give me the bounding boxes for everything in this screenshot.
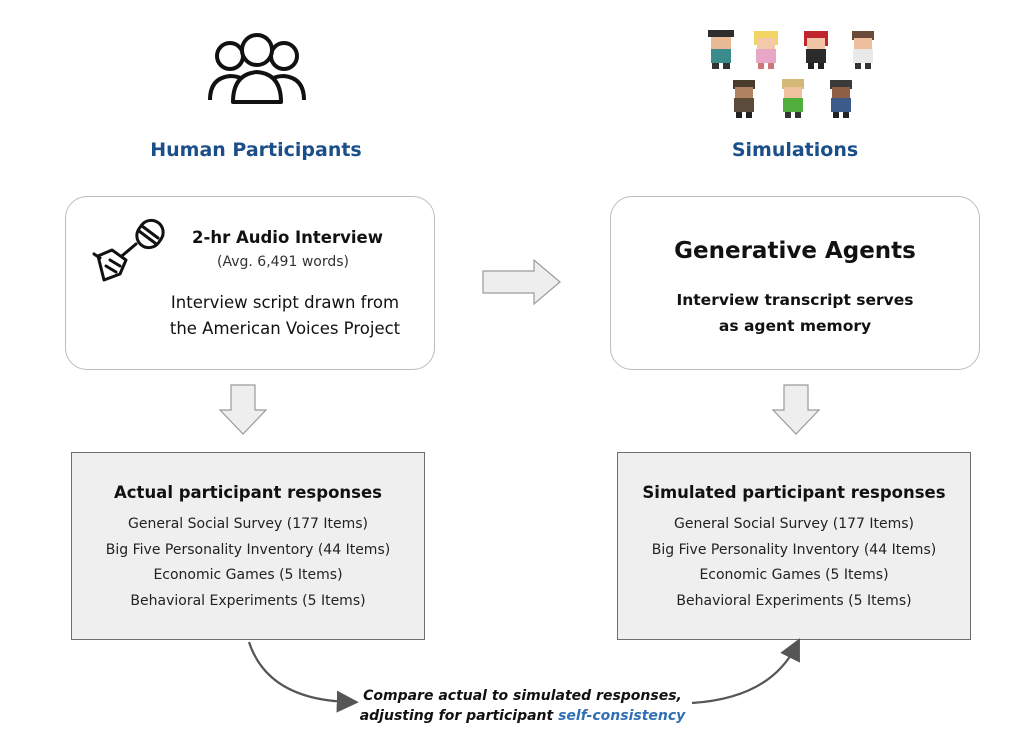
compare-line2-prefix: adjusting for participant [359, 708, 559, 724]
right-block-arrow [482, 258, 561, 306]
self-consistency-highlight: self-consistency [558, 708, 686, 724]
simulated-responses-title: Simulated participant responses [642, 483, 946, 502]
compare-line1: Compare actual to simulated responses, [363, 688, 682, 704]
list-item: Economic Games (5 Items) [153, 567, 343, 583]
pixel-characters-icon [708, 30, 874, 118]
list-item: Big Five Personality Inventory (44 Items… [105, 541, 391, 558]
right-down-arrow [771, 384, 821, 435]
human-participants-title: Human Participants [150, 139, 362, 161]
actual-responses-title: Actual participant responses [114, 483, 382, 502]
character-3-icon [804, 31, 828, 69]
list-item: Big Five Personality Inventory (44 Items… [651, 541, 937, 558]
agents-memory-line2: as agent memory [718, 317, 872, 335]
character-1-icon [708, 30, 734, 69]
character-7-icon [830, 80, 852, 118]
compare-line2: adjusting for participant self-consisten… [350, 706, 695, 726]
list-item: Economic Games (5 Items) [699, 567, 889, 583]
character-5-icon [733, 80, 755, 118]
simulated-responses-box: Simulated participant responses General … [617, 452, 971, 640]
interview-script-line1: Interview script drawn from [170, 293, 400, 312]
left-curved-arrow [247, 641, 359, 713]
generative-agents-box [610, 196, 980, 370]
list-item: Behavioral Experiments (5 Items) [676, 592, 912, 609]
left-down-arrow [218, 384, 268, 435]
interview-box [65, 196, 435, 370]
compare-curved-arrows [247, 638, 800, 713]
character-4-icon [852, 31, 874, 69]
actual-responses-box: Actual participant responses General Soc… [71, 452, 425, 640]
list-item: General Social Survey (177 Items) [128, 516, 368, 532]
compare-caption: Compare actual to simulated responses, a… [350, 686, 695, 726]
agents-memory-line1: Interview transcript serves [676, 291, 914, 309]
character-6-icon [782, 79, 804, 118]
interview-heading: 2-hr Audio Interview [192, 228, 383, 247]
character-2-icon [754, 31, 778, 69]
list-item: General Social Survey (177 Items) [674, 516, 914, 532]
interview-word-count: (Avg. 6,491 words) [217, 254, 349, 270]
simulations-title: Simulations [731, 139, 859, 161]
generative-agents-heading: Generative Agents [674, 238, 916, 264]
microphone-hand-icon [92, 218, 165, 282]
interview-script-line2: the American Voices Project [169, 319, 401, 338]
people-group-icon [208, 33, 306, 104]
right-curved-arrow [691, 638, 800, 705]
list-item: Behavioral Experiments (5 Items) [130, 592, 366, 609]
